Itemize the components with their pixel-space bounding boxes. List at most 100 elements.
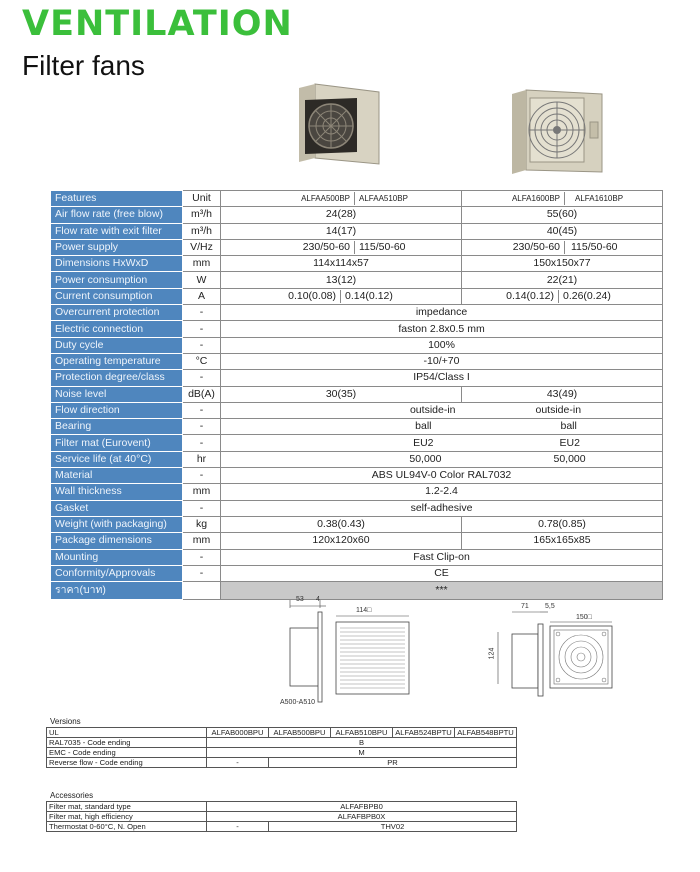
dim-124: 124 — [488, 647, 496, 660]
value-a2: 115/50-60 — [354, 241, 406, 255]
value-a1: 230/50-60 — [302, 241, 350, 254]
value-a2: 0.14(0.12) — [340, 289, 393, 303]
std-mat-label: Filter mat, standard type — [46, 801, 207, 812]
value-b: 50,000 — [461, 450, 663, 469]
ul-code: ALFAB510BPU — [330, 727, 393, 738]
row-unit: mm — [182, 255, 221, 273]
accessories-caption: Accessories — [50, 791, 94, 800]
value-a: 114x114x57 — [220, 255, 462, 273]
value-b2: 0.26(0.24) — [558, 289, 611, 303]
row-label: Package dimensions — [50, 532, 183, 550]
row-label: Weight (with packaging) — [50, 515, 183, 534]
thermostat-value: THV02 — [267, 821, 518, 832]
filter-fan-photo-large — [512, 89, 603, 174]
row-label: Noise level — [50, 385, 183, 403]
table-row: Gasket-self-adhesive — [50, 499, 663, 517]
emc-value: M — [206, 747, 517, 758]
table-row: Duty cycle-100% — [50, 336, 663, 354]
filter-fan-photo-small — [299, 83, 380, 165]
row-label: Air flow rate (free blow) — [50, 206, 183, 224]
ul-code: ALFAB000BPU — [206, 727, 269, 738]
price-label: ราคา(บาท) — [50, 581, 183, 601]
row-unit: - — [182, 499, 221, 517]
table-row: Operating temperature°C-10/+70 — [50, 352, 663, 371]
value-b2: 115/50-60 — [564, 241, 618, 255]
row-label: Flow direction — [50, 401, 183, 420]
table-row: Thermostat 0-60°C, N. Open-THV02 — [46, 821, 518, 832]
row-label: Mounting — [50, 548, 183, 566]
value-b: 0.78(0.85) — [461, 515, 663, 534]
row-label: Power supply — [50, 238, 183, 257]
value-a: 230/50-60 115/50-60 — [220, 238, 462, 257]
row-unit: A — [182, 287, 221, 306]
value-b: outside-in — [461, 401, 663, 420]
row-unit: °C — [182, 352, 221, 371]
value-a: 0.10(0.08)0.14(0.12) — [220, 287, 462, 306]
value-a: 30(35) — [220, 385, 462, 403]
value-shared: 1.2-2.4 — [220, 483, 663, 501]
model-a500: ALFAA500BP — [301, 194, 350, 204]
value-a: 13(12) — [220, 271, 462, 289]
value-a: ball — [220, 418, 462, 436]
value-a: 24(28) — [220, 206, 462, 224]
price-value: *** — [220, 581, 663, 601]
value-shared: faston 2.8x0.5 mm — [220, 320, 663, 338]
value-shared: impedance — [220, 304, 663, 322]
table-row: UL ALFAB000BPU ALFAB500BPU ALFAB510BPU A… — [46, 727, 517, 738]
value-b1: 230/50-60 — [512, 241, 560, 254]
thermostat-label: Thermostat 0-60°C, N. Open — [46, 821, 207, 832]
row-unit: kg — [182, 515, 221, 534]
value-b: 55(60) — [461, 206, 663, 224]
reverse-value: PR — [268, 757, 517, 768]
dim-53: 53 — [296, 596, 304, 603]
table-row: Electric connection-faston 2.8x0.5 mm — [50, 320, 663, 338]
high-mat-label: Filter mat, high efficiency — [46, 811, 207, 822]
row-unit: - — [182, 304, 221, 322]
model-a510: ALFAA510BP — [354, 192, 408, 206]
drawing-a1600-a1610 — [497, 611, 613, 697]
row-label: Overcurrent protection — [50, 304, 183, 322]
table-row: Reverse flow - Code ending-PR — [46, 757, 517, 768]
value-b: 40(45) — [461, 222, 663, 240]
value-a: 0.38(0.43) — [220, 515, 462, 534]
reverse-label: Reverse flow - Code ending — [46, 757, 207, 768]
value-b: 150x150x77 — [461, 255, 663, 273]
row-unit: - — [182, 401, 221, 420]
ul-label: UL — [46, 727, 207, 738]
emc-label: EMC - Code ending — [46, 747, 207, 758]
row-label: Flow rate with exit filter — [50, 222, 183, 240]
high-mat-value: ALFAFBPB0X — [205, 811, 518, 822]
reverse-dash: - — [206, 757, 269, 768]
value-a: 50,000 — [220, 450, 462, 469]
thermostat-dash: - — [206, 821, 269, 832]
row-label: Duty cycle — [50, 336, 183, 354]
row-label: Conformity/Approvals — [50, 564, 183, 583]
value-b: 43(49) — [461, 385, 663, 403]
dim-5-5: 5,5 — [545, 603, 555, 610]
row-unit: mm — [182, 483, 221, 501]
table-row: Material-ABS UL94V-0 Color RAL7032 — [50, 467, 663, 485]
row-unit: - — [182, 336, 221, 354]
row-unit: - — [182, 418, 221, 436]
row-unit: mm — [182, 532, 221, 550]
table-row: Conformity/Approvals-CE — [50, 564, 663, 583]
row-unit: - — [182, 548, 221, 566]
ul-code: ALFAB524BPTU — [392, 727, 455, 738]
row-unit: - — [182, 369, 221, 387]
value-b1: 0.14(0.12) — [506, 289, 554, 302]
row-unit: hr — [182, 450, 221, 469]
